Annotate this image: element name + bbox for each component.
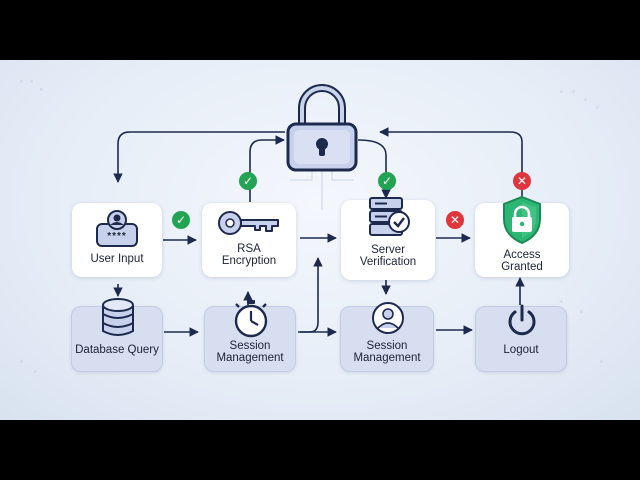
error-cross-badge: ✕ xyxy=(513,172,531,190)
database-query-label: Database Query xyxy=(75,344,159,356)
error-cross-badge: ✕ xyxy=(446,211,464,229)
session-management-label-2: Session Management xyxy=(353,340,421,364)
stopwatch-icon xyxy=(234,300,268,338)
session-management-label-1: Session Management xyxy=(216,340,284,364)
connector-rsa-to-lock xyxy=(249,135,285,202)
server-verification-node: Server Verification xyxy=(341,197,435,280)
session-management-node-2: Session Management xyxy=(340,302,434,372)
server-verification-label: Server Verification xyxy=(359,244,417,268)
success-check-badge: ✓ xyxy=(172,211,190,229)
rsa-encryption-label: RSA Encryption xyxy=(221,243,277,267)
user-input-label: User Input xyxy=(90,253,144,265)
background-dots xyxy=(20,80,603,373)
user-avatar-icon xyxy=(372,302,404,334)
success-check-badge: ✓ xyxy=(378,172,396,190)
power-icon xyxy=(508,304,536,336)
connector-lock-to-user-input xyxy=(113,131,285,183)
session-management-node-1: Session Management xyxy=(204,300,296,372)
connector-lock-to-server xyxy=(357,139,391,199)
success-check-badge: ✓ xyxy=(239,172,257,190)
server-check-icon xyxy=(369,197,410,236)
access-granted-node: Access Granted xyxy=(475,195,569,277)
key-icon xyxy=(218,211,279,235)
logout-label: Logout xyxy=(503,344,539,356)
rsa-encryption-node: RSA Encryption xyxy=(202,203,296,277)
connector-access-to-lock xyxy=(379,127,523,200)
logout-node: Logout xyxy=(475,304,567,372)
user-input-node: **** User Input xyxy=(72,203,162,277)
database-icon xyxy=(102,298,134,336)
access-granted-label: Access Granted xyxy=(501,249,543,273)
padlock-icon xyxy=(286,84,358,172)
diagram-canvas: ✓ ✓ ✓ ✕ ✕ **** User Input RSA Encryption xyxy=(0,60,640,420)
connector-session-to-server xyxy=(298,257,323,333)
database-query-node: Database Query xyxy=(71,298,163,372)
password-mask-text: **** xyxy=(107,231,127,242)
user-id-icon xyxy=(96,210,138,247)
shield-lock-icon xyxy=(503,195,541,245)
